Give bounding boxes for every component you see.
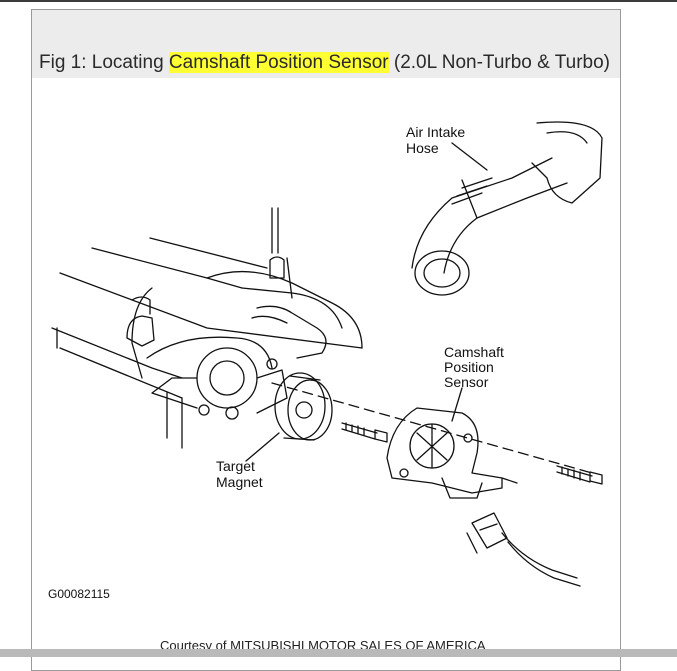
figure-title-bar: Fig 1: Locating Camshaft Position Sensor… — [32, 10, 620, 78]
label-sensor-line3: Sensor — [444, 374, 489, 390]
engine-cover-drawing — [51, 207, 363, 449]
label-air-intake-line1: Air Intake — [406, 124, 465, 140]
label-sensor-line1: Camshaft — [444, 344, 504, 360]
camshaft-sensor-drawing — [386, 387, 518, 499]
figure-code: G00082115 — [48, 587, 110, 601]
air-intake-hose-drawing — [411, 121, 603, 296]
figure-title: Fig 1: Locating Camshaft Position Sensor… — [39, 52, 610, 74]
title-prefix: Fig 1: Locating — [39, 52, 169, 73]
label-sensor-line2: Position — [444, 359, 494, 375]
figure-card: Fig 1: Locating Camshaft Position Sensor… — [31, 9, 621, 671]
sensor-bolt-right-drawing — [556, 465, 603, 485]
label-air-intake-line2: Hose — [406, 140, 439, 156]
top-border — [0, 0, 677, 2]
target-magnet-drawing — [245, 372, 333, 462]
camshaft-sensor-diagram: Air Intake Hose Camshaft Position Sensor… — [48, 121, 603, 601]
assembly-centerline — [271, 382, 593, 474]
label-target-line2: Magnet — [216, 474, 263, 490]
title-highlight: Camshaft Position Sensor — [168, 52, 389, 73]
sensor-connector-drawing — [466, 512, 581, 587]
title-suffix: (2.0L Non-Turbo & Turbo) — [388, 52, 611, 73]
sensor-bolt-left-drawing — [341, 422, 388, 443]
label-target-line1: Target — [216, 458, 255, 474]
bottom-scroll-area — [0, 649, 677, 657]
